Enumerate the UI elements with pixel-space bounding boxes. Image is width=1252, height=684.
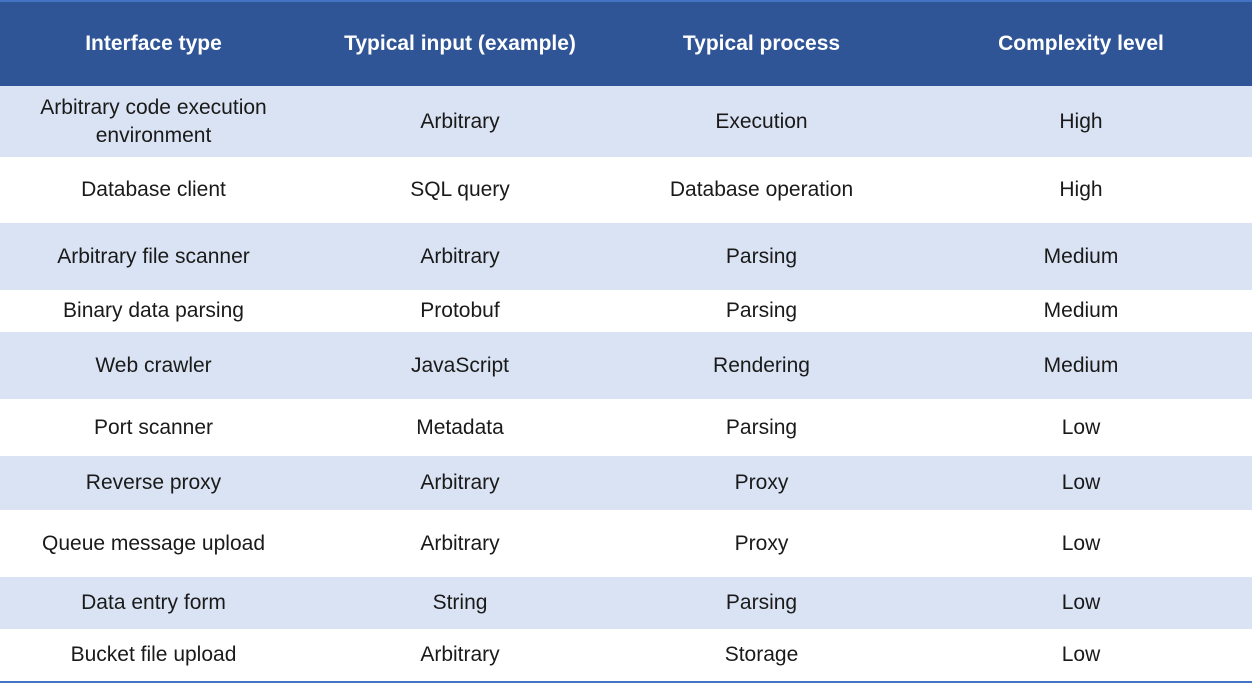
cell-complexity-level: Low xyxy=(1061,531,1101,555)
table-row: Data entry form String Parsing Low xyxy=(0,577,1252,629)
table-row: Binary data parsing Protobuf Parsing Med… xyxy=(0,290,1252,332)
cell-typical-process: Execution xyxy=(715,109,808,133)
cell-typical-process: Storage xyxy=(724,643,799,666)
cell-interface-type: Database client xyxy=(81,178,226,201)
cell-typical-process: Parsing xyxy=(725,299,798,322)
table-row: Reverse proxy Arbitrary Proxy Low xyxy=(0,456,1252,510)
cell-typical-input: JavaScript xyxy=(410,353,510,377)
cell-typical-process: Rendering xyxy=(713,353,810,377)
header-typical-process: Typical process xyxy=(682,32,841,55)
cell-interface-type: Web crawler xyxy=(95,353,212,377)
cell-interface-type: Port scanner xyxy=(93,415,214,439)
cell-typical-process: Proxy xyxy=(734,531,789,555)
table-row: Arbitrary file scanner Arbitrary Parsing… xyxy=(0,223,1252,290)
cell-complexity-level: High xyxy=(1059,109,1103,133)
cell-typical-process: Parsing xyxy=(725,244,798,268)
cell-typical-input: Arbitrary xyxy=(420,643,500,666)
table-header-row: Interface type Typical input (example) T… xyxy=(0,0,1252,86)
cell-interface-type: Binary data parsing xyxy=(63,299,244,322)
cell-typical-process: Database operation xyxy=(669,178,854,201)
cell-interface-type: Queue message upload xyxy=(42,531,265,555)
cell-typical-input: String xyxy=(432,591,488,614)
cell-typical-input: Arbitrary xyxy=(420,244,500,268)
cell-typical-input: Metadata xyxy=(416,415,504,439)
cell-typical-input: SQL query xyxy=(410,178,510,201)
cell-typical-process: Parsing xyxy=(725,415,798,439)
cell-typical-process: Parsing xyxy=(725,591,798,614)
table-row: Port scanner Metadata Parsing Low xyxy=(0,399,1252,456)
cell-complexity-level: Medium xyxy=(1043,244,1119,268)
header-typical-input: Typical input (example) xyxy=(344,32,576,55)
table-row: Bucket file upload Arbitrary Storage Low xyxy=(0,629,1252,681)
cell-complexity-level: Medium xyxy=(1043,353,1119,377)
cell-typical-input: Arbitrary xyxy=(420,531,500,555)
cell-interface-type: Bucket file upload xyxy=(70,643,237,666)
cell-complexity-level: High xyxy=(1059,178,1103,201)
cell-typical-process: Proxy xyxy=(734,471,789,494)
table-row: Web crawler JavaScript Rendering Medium xyxy=(0,332,1252,399)
cell-complexity-level: Medium xyxy=(1043,299,1119,322)
table-bottom-rule xyxy=(0,681,1252,683)
cell-complexity-level: Low xyxy=(1061,415,1101,439)
header-complexity-level: Complexity level xyxy=(998,32,1164,55)
cell-typical-input: Arbitrary xyxy=(420,109,500,133)
cell-interface-type: Data entry form xyxy=(81,591,226,614)
cell-complexity-level: Low xyxy=(1061,643,1101,666)
cell-complexity-level: Low xyxy=(1061,471,1101,494)
cell-interface-type: Reverse proxy xyxy=(85,471,222,494)
cell-typical-input: Arbitrary xyxy=(420,471,500,494)
table-row: Database client SQL query Database opera… xyxy=(0,157,1252,223)
header-interface-type: Interface type xyxy=(85,32,222,55)
cell-complexity-level: Low xyxy=(1061,591,1101,614)
table-row: Queue message upload Arbitrary Proxy Low xyxy=(0,510,1252,577)
cell-interface-type: Arbitrary file scanner xyxy=(57,244,250,268)
cell-interface-type: Arbitrary code execution environment xyxy=(40,95,267,147)
cell-typical-input: Protobuf xyxy=(420,299,500,322)
table-row: Arbitrary code execution environment Arb… xyxy=(0,86,1252,157)
